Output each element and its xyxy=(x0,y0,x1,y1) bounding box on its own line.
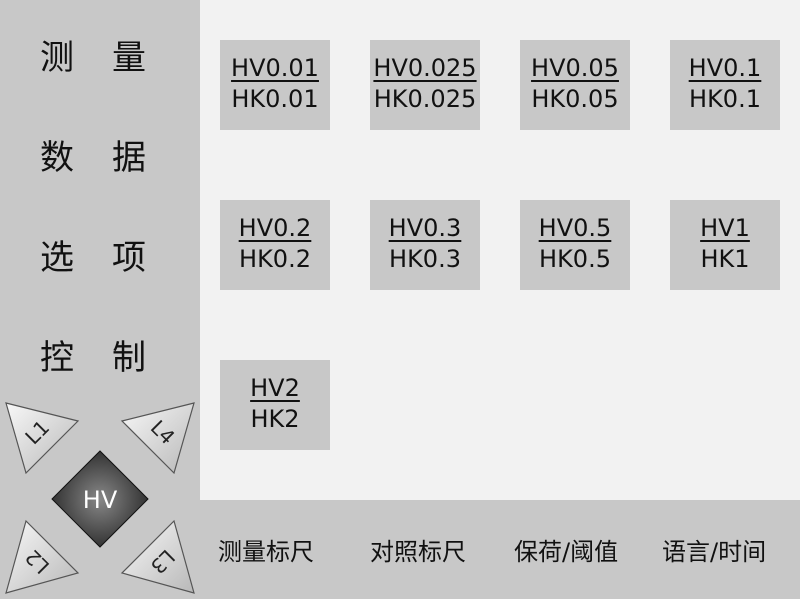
hv-label: HV0.1 xyxy=(670,54,780,82)
menu-options-char1: 选 xyxy=(40,238,112,278)
l3-button[interactable]: L3 xyxy=(120,519,195,594)
hv-diamond xyxy=(51,450,149,548)
hk-label: HK0.01 xyxy=(231,85,319,113)
hk-label: HK0.025 xyxy=(373,85,477,113)
hv-text: HV0.3 xyxy=(388,214,462,242)
hv-label: HV0.025 xyxy=(370,54,480,82)
scale-button-hv0.5[interactable]: HV0.5 HK0.5 xyxy=(520,200,630,290)
hk-label: HK0.3 xyxy=(389,245,461,273)
hk-label: HK0.05 xyxy=(531,85,619,113)
scale-button-hv0.1[interactable]: HV0.1 HK0.1 xyxy=(670,40,780,130)
scale-button-hv2[interactable]: HV2 HK2 xyxy=(220,360,330,450)
hv-text: HV0.025 xyxy=(373,54,477,82)
hv-label: HV0.01 xyxy=(220,54,330,82)
menu-data[interactable]: 数据 xyxy=(40,130,160,180)
scale-button-hv0.3[interactable]: HV0.3 HK0.3 xyxy=(370,200,480,290)
hv-label: HV2 xyxy=(220,374,330,402)
l4-triangle xyxy=(120,402,195,475)
hv-text: HV0.01 xyxy=(231,54,319,82)
hv-label: HV0.05 xyxy=(520,54,630,82)
menu-control[interactable]: 控制 xyxy=(40,330,160,380)
menu-data-char1: 数 xyxy=(40,138,112,178)
hv-text: HV2 xyxy=(250,374,300,402)
bottom-measure-scale[interactable]: 测量标尺 xyxy=(218,538,314,566)
l1-button[interactable]: L1 xyxy=(5,402,80,475)
hv-text: HV0.5 xyxy=(538,214,612,242)
hk-label: HK1 xyxy=(700,245,750,273)
scale-button-hv1[interactable]: HV1 HK1 xyxy=(670,200,780,290)
scale-button-hv0.2[interactable]: HV0.2 HK0.2 xyxy=(220,200,330,290)
l2-triangle xyxy=(5,519,80,594)
l4-button[interactable]: L4 xyxy=(120,402,195,475)
menu-control-char1: 控 xyxy=(40,338,112,378)
bottom-bar xyxy=(200,500,800,599)
hv-label: HV0.2 xyxy=(220,214,330,242)
scale-button-hv0.05[interactable]: HV0.05 HK0.05 xyxy=(520,40,630,130)
hk-label: HK0.2 xyxy=(239,245,311,273)
hv-label: HV0.5 xyxy=(520,214,630,242)
hv-center-button[interactable]: HV xyxy=(51,450,149,548)
menu-options[interactable]: 选项 xyxy=(40,230,160,280)
l3-triangle xyxy=(120,519,195,594)
menu-measure[interactable]: 测量 xyxy=(40,30,160,80)
scale-button-hv0.025[interactable]: HV0.025 HK0.025 xyxy=(370,40,480,130)
bottom-language-time[interactable]: 语言/时间 xyxy=(662,538,767,566)
hk-label: HK2 xyxy=(250,405,300,433)
hv-text: HV0.1 xyxy=(688,54,762,82)
hk-label: HK0.1 xyxy=(689,85,761,113)
scale-button-hv0.01[interactable]: HV0.01 HK0.01 xyxy=(220,40,330,130)
nav-pad: L1 L4 L2 L3 HV xyxy=(5,402,195,594)
menu-data-char2: 据 xyxy=(112,138,184,178)
hv-center-label: HV xyxy=(83,486,118,514)
menu-measure-char2: 量 xyxy=(112,38,184,78)
menu-control-char2: 制 xyxy=(112,338,184,378)
hv-text: HV0.05 xyxy=(531,54,619,82)
menu-options-char2: 项 xyxy=(112,238,184,278)
l1-triangle xyxy=(5,402,80,475)
hv-text: HV0.2 xyxy=(238,214,312,242)
bottom-compare-scale[interactable]: 对照标尺 xyxy=(370,538,466,566)
hv-label: HV0.3 xyxy=(370,214,480,242)
menu-measure-char1: 测 xyxy=(40,38,112,78)
hv-text: HV1 xyxy=(700,214,750,242)
bottom-hold-threshold[interactable]: 保荷/阈值 xyxy=(514,538,619,566)
l2-button[interactable]: L2 xyxy=(5,519,80,594)
hk-label: HK0.5 xyxy=(539,245,611,273)
hv-label: HV1 xyxy=(670,214,780,242)
